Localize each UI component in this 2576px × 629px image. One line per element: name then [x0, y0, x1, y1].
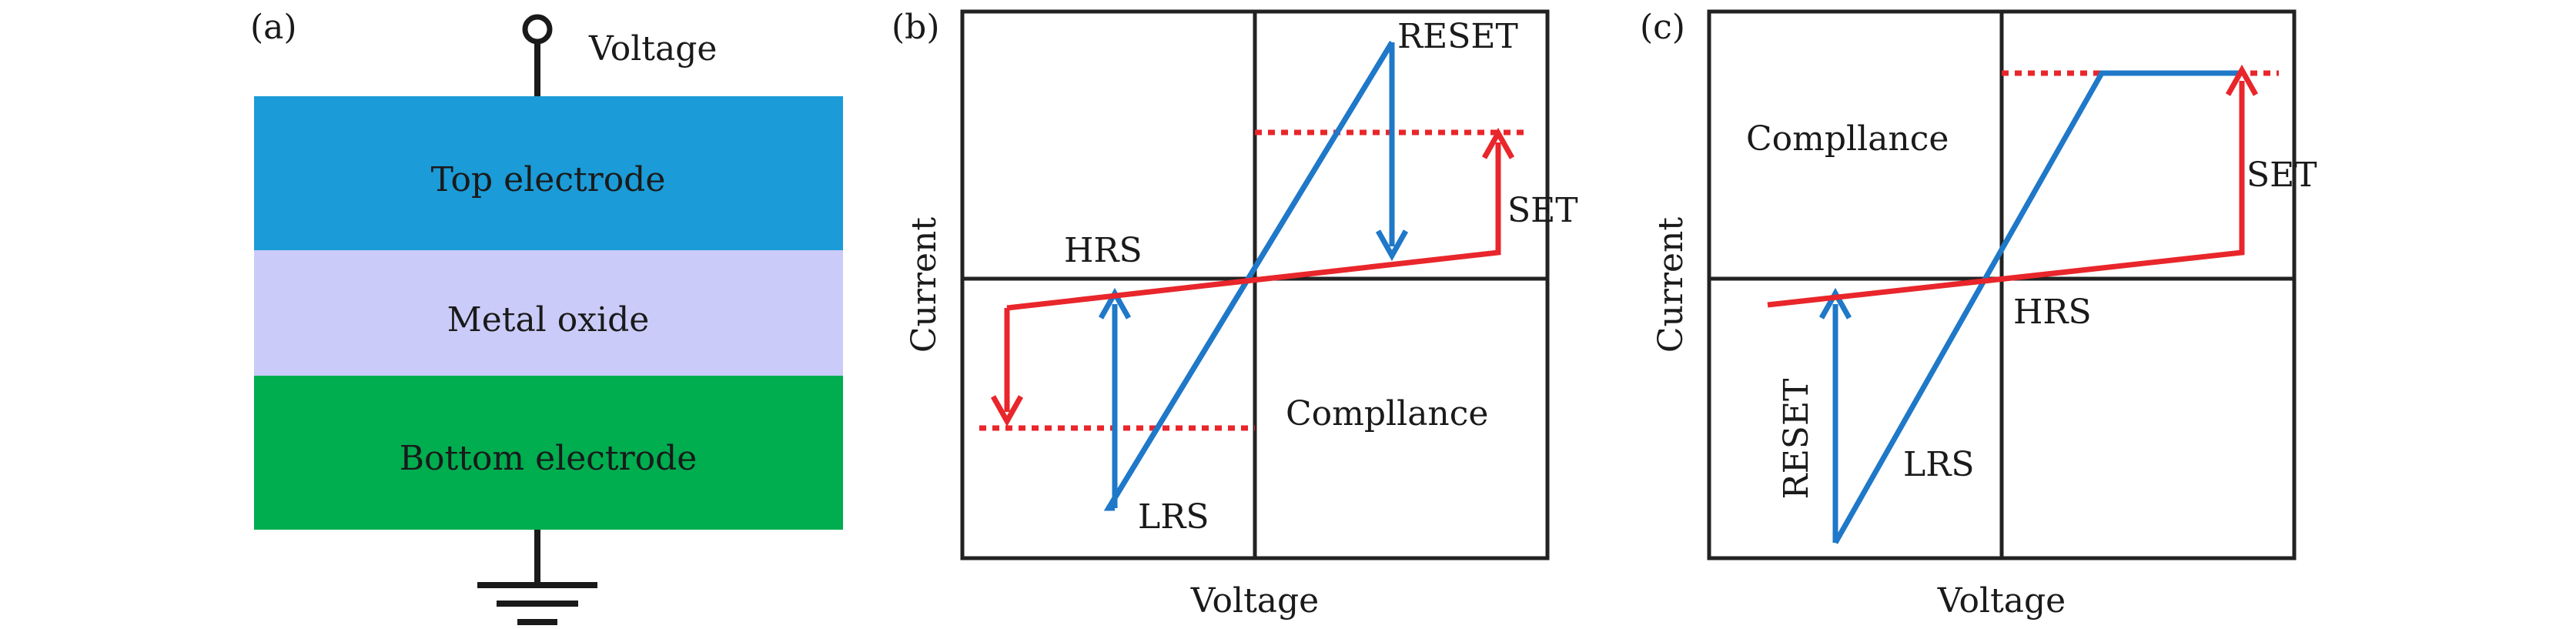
hrs-curve	[1006, 142, 1501, 311]
panel-b: (b) RESET SET HRS LRS Compllance Voltage	[892, 8, 1578, 621]
ground-icon	[477, 582, 597, 625]
voltage-label: Voltage	[588, 29, 717, 69]
bottom-electrode-label: Bottom electrode	[400, 439, 698, 478]
bottom-electrode-layer	[254, 376, 843, 530]
hrs-curve-c	[1767, 81, 2245, 308]
panel-b-tag: (b)	[892, 8, 940, 47]
top-electrode-label: Top electrode	[431, 160, 666, 199]
reset-arrow-b-head	[1375, 229, 1409, 262]
set-label-c: SET	[2246, 156, 2317, 195]
reset-arrow-c-head	[1818, 287, 1852, 320]
panel-b-axes	[960, 9, 1550, 560]
terminal-node	[522, 14, 553, 45]
set-arrow-b-head	[1481, 127, 1515, 159]
metal-oxide-label: Metal oxide	[447, 300, 650, 340]
panel-c-tag: (c)	[1640, 8, 1685, 47]
set-label-b: SET	[1507, 191, 1578, 230]
xlabel-c: Voltage	[1937, 581, 2066, 621]
lrs-diagonal	[1106, 41, 1394, 510]
top-electrode-layer	[254, 96, 843, 250]
ylabel-b: Current	[905, 217, 944, 353]
neg-drop-arrow-b-head	[990, 395, 1024, 427]
xlabel-b: Voltage	[1190, 581, 1319, 621]
panel-a: (a) Voltage Top electrode Metal oxide Bo…	[250, 8, 843, 625]
reset-label-b: RESET	[1397, 17, 1518, 56]
ylabel-c: Current	[1651, 217, 1691, 353]
set-arrow-c-head	[2225, 64, 2259, 96]
reset-label-c: RESET	[1777, 379, 1816, 500]
metal-oxide-layer	[254, 250, 843, 376]
lrs-label-b: LRS	[1138, 497, 1209, 537]
panel-a-tag: (a)	[250, 8, 297, 47]
lrs-label-c: LRS	[1903, 445, 1975, 484]
hrs-label-b: HRS	[1064, 231, 1142, 270]
panel-c: (c) Compllance SET HRS LRS RESET Voltage…	[1640, 8, 2317, 621]
hrs-label-c: HRS	[2013, 293, 2092, 332]
compliance-label-b: Compllance	[1286, 394, 1488, 433]
compliance-label-c: Compllance	[1746, 119, 1949, 159]
lrs-curve-c	[1832, 70, 2242, 544]
